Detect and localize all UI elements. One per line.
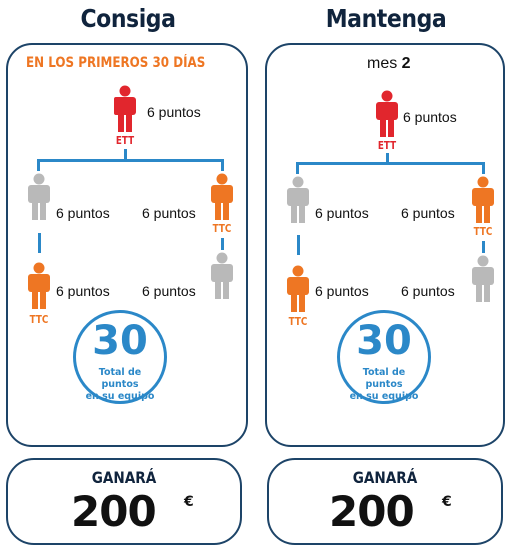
right-mid-left-points: 6 puntos [315,205,369,221]
left-right-connector [221,238,224,250]
left-mid-right-role: TTC [212,222,232,235]
right-total-circle: 30 Total de puntos en su equipo [337,310,431,404]
right-earn-label: GANARÁ [352,468,418,487]
right-total-label-line2: en su equipo [349,391,419,402]
right-bot-left-role: TTC [288,315,308,328]
left-tree-branch [37,159,224,162]
right-total-label-line1: Total de puntos [362,367,406,390]
right-mid-right-role: TTC [473,225,493,238]
right-bot-right-person-icon [472,255,494,302]
right-mid-right-person-icon [472,176,494,223]
right-earn-amount: 200 [329,487,415,536]
right-header: mes 2 [367,55,411,73]
left-total-value: 30 [92,318,148,364]
right-total-value: 30 [356,318,412,364]
right-tree-branch [296,162,485,165]
left-tree-right-drop [221,159,224,171]
left-column-title: Consiga [80,4,176,33]
right-mid-left-person-icon [287,176,309,223]
right-header-prefix: mes [367,55,402,72]
right-currency: € [442,494,452,510]
left-mid-left-person-icon [28,173,50,220]
left-bot-left-points: 6 puntos [56,283,110,299]
left-total-label: Total de puntos en su equipo [80,367,160,403]
left-header-highlight: PRIMEROS 30 DÍAS [78,55,206,71]
right-column-title: Mantenga [325,4,447,33]
right-bot-right-points: 6 puntos [401,283,455,299]
right-tree-right-drop [482,162,485,174]
left-top-person-icon [114,85,136,132]
right-header-highlight: 2 [401,55,411,72]
right-left-connector [297,235,300,255]
left-top-role: ETT [115,134,135,147]
right-tree-stem [386,153,389,165]
left-bot-left-person-icon [28,262,50,309]
right-right-connector [482,241,485,253]
left-total-circle: 30 Total de puntos en su equipo [73,310,167,404]
left-earn-amount: 200 [71,487,157,536]
left-mid-left-points: 6 puntos [56,205,110,221]
left-earnings-box: GANARÁ 200 € [6,458,242,545]
left-header: EN LOS PRIMEROS 30 DÍAS [26,55,205,71]
right-bot-left-points: 6 puntos [315,283,369,299]
right-total-label: Total de puntos en su equipo [344,367,424,403]
right-bot-left-person-icon [287,265,309,312]
left-tree-left-drop [37,159,40,171]
right-top-points: 6 puntos [403,109,457,125]
right-top-role: ETT [377,139,397,152]
left-bot-left-role: TTC [29,313,49,326]
left-bot-right-points: 6 puntos [142,283,196,299]
left-mid-right-person-icon [211,173,233,220]
left-bot-right-person-icon [211,252,233,299]
right-top-person-icon [376,90,398,137]
left-currency: € [184,494,194,510]
left-top-points: 6 puntos [147,104,201,120]
right-tree-left-drop [296,162,299,174]
left-header-prefix: EN LOS [26,55,79,71]
right-earnings-box: GANARÁ 200 € [267,458,503,545]
left-total-label-line1: Total de puntos [98,367,142,390]
left-mid-right-points: 6 puntos [142,205,196,221]
left-left-connector [38,233,41,253]
left-earn-label: GANARÁ [91,468,157,487]
left-total-label-line2: en su equipo [85,391,155,402]
right-panel: mes 2 ETT 6 puntos 6 puntos TTC 6 puntos… [265,43,505,447]
right-mid-right-points: 6 puntos [401,205,455,221]
left-panel: EN LOS PRIMEROS 30 DÍAS ETT 6 puntos 6 p… [6,43,248,447]
left-tree-stem [124,149,127,161]
